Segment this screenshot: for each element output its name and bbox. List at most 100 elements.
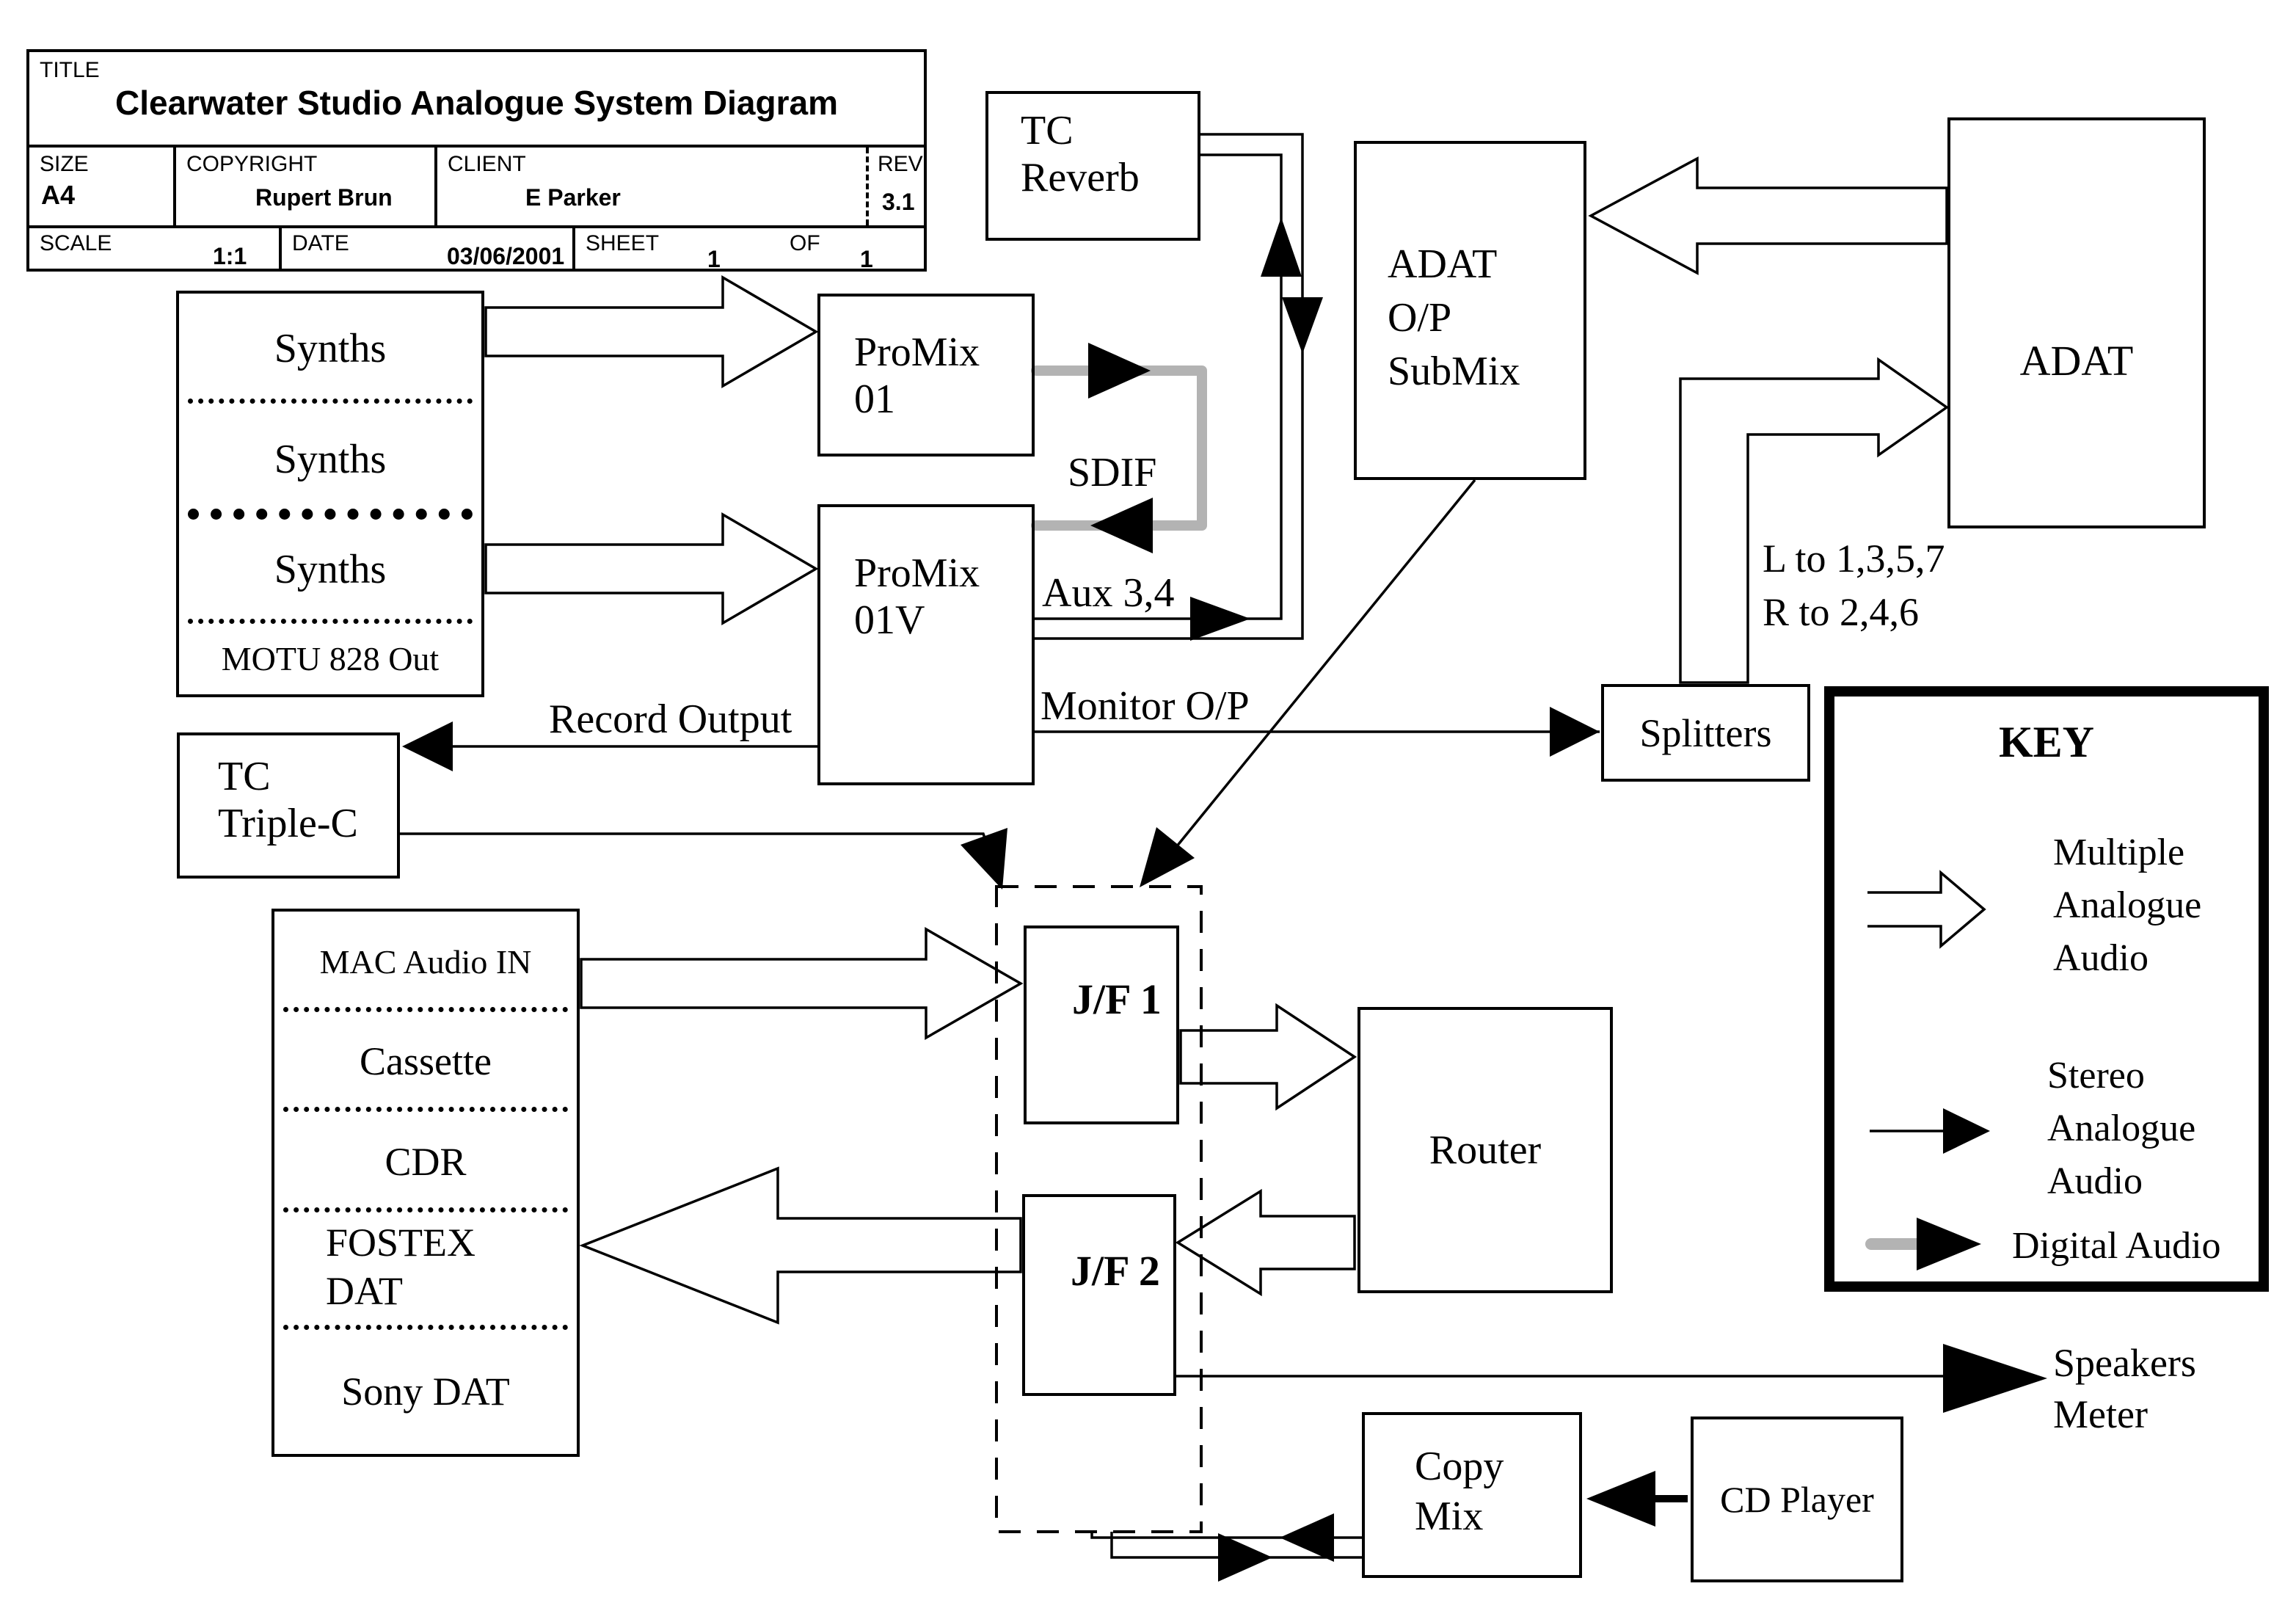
promix01-box: ProMix 01 <box>817 294 1035 457</box>
reverb-return-line <box>1035 133 1304 640</box>
monitor-op-label: Monitor O/P <box>1041 683 1250 729</box>
arrow-jf2-to-fostex-dat <box>579 1166 1022 1325</box>
sdif-label: SDIF <box>1068 450 1157 495</box>
sheet-cell: SHEET 1 OF 1 <box>575 228 924 272</box>
speakers-meter-label: Speakers Meter <box>2053 1341 2196 1436</box>
key-box: KEY <box>1824 686 2269 1292</box>
adat-left-routing-label: L to 1,3,5,7 <box>1763 537 1945 581</box>
synths-row-3: Synths <box>274 546 387 592</box>
copymix-return-arrowhead-icon <box>1280 1513 1334 1562</box>
size-label: SIZE <box>40 152 89 176</box>
speakers-arrowhead-icon <box>1943 1344 2047 1413</box>
synths-row-2: Synths <box>274 436 387 482</box>
triplec-to-jackfield-line <box>400 832 1002 884</box>
synths-row-1: Synths <box>274 325 387 371</box>
of-label: OF <box>790 231 820 255</box>
divider-dotted <box>188 619 473 624</box>
divider-dotted <box>283 1107 568 1112</box>
aux-send-arrowhead-icon <box>1190 597 1250 641</box>
arrow-sources-to-jf1 <box>580 926 1024 1041</box>
drawing-title: Clearwater Studio Analogue System Diagra… <box>114 84 838 122</box>
jf2-label: J/F 2 <box>1071 1247 1160 1295</box>
sheet-label: SHEET <box>586 231 660 255</box>
triplec-arrowhead-icon <box>961 828 1007 890</box>
jackfield-dashed-area <box>995 885 1203 1533</box>
jf1-box: J/F 1 <box>1024 925 1179 1124</box>
source-stack-box: MAC Audio IN Cassette CDR FOSTEX DAT Son… <box>271 909 580 1457</box>
divider-dotted <box>283 1007 568 1012</box>
adat-box: ADAT <box>1947 117 2206 528</box>
client-label: CLIENT <box>448 152 526 176</box>
date-label: DATE <box>292 231 349 255</box>
mac-audio-in-row: MAC Audio IN <box>319 942 532 981</box>
cdr-row: CDR <box>385 1139 467 1184</box>
key-stereo-arrowhead-icon <box>1943 1108 1990 1154</box>
tc-triple-c-box: TC Triple-C <box>177 732 400 879</box>
tc-reverb-label: TC Reverb <box>1021 108 1140 200</box>
rev-cell: REV 3.1 <box>866 148 924 225</box>
record-output-label: Record Output <box>549 697 792 742</box>
promix01v-box: ProMix 01V <box>817 504 1035 785</box>
tc-reverb-box: TC Reverb <box>985 91 1200 241</box>
arrow-splitters-to-adat <box>1679 357 1950 684</box>
cassette-row: Cassette <box>360 1039 492 1083</box>
sdif-digital-loop <box>1031 366 1207 531</box>
arrow-synths-to-promix01 <box>484 274 819 389</box>
title-row: TITLE Clearwater Studio Analogue System … <box>29 52 924 145</box>
sdif-arrowhead-right-icon <box>1088 343 1151 399</box>
key-item-multiple-analogue: Multiple Analogue Audio <box>2053 832 2202 979</box>
copy-mix-label: Copy Mix <box>1415 1444 1504 1539</box>
router-box: Router <box>1357 1007 1613 1293</box>
submix-arrowhead-icon <box>1140 827 1195 887</box>
splitters-box: Splitters <box>1601 684 1810 782</box>
rev-label: REV <box>878 152 923 176</box>
key-digital-arrowhead-icon <box>1917 1218 1981 1270</box>
adat-op-submix-label: ADAT O/P SubMix <box>1388 241 1520 394</box>
client-cell: CLIENT E Parker <box>437 148 866 225</box>
key-item-stereo-analogue: Stereo Analogue Audio <box>2047 1055 2196 1202</box>
adat-op-submix-box: ADAT O/P SubMix <box>1354 141 1586 480</box>
divider-dotted <box>283 1207 568 1212</box>
fostex-dat-row: FOSTEX DAT <box>326 1221 476 1313</box>
arrow-synths-to-promix01v <box>484 512 819 626</box>
jf1-label: J/F 1 <box>1072 975 1162 1023</box>
motu-row: MOTU 828 Out <box>221 640 440 677</box>
arrow-adat-to-submix <box>1588 156 1948 275</box>
title-label: TITLE <box>40 58 100 82</box>
client-value: E Parker <box>525 184 621 211</box>
synths-stack-box: Synths Synths Synths MOTU 828 Out <box>176 291 484 697</box>
aux-label: Aux 3,4 <box>1042 570 1175 616</box>
jf2-box: J/F 2 <box>1022 1194 1176 1396</box>
copyright-label: COPYRIGHT <box>186 152 318 176</box>
sony-dat-row: Sony DAT <box>341 1370 510 1414</box>
cdplayer-arrowhead-icon <box>1586 1471 1655 1527</box>
cd-player-label: CD Player <box>1720 1479 1874 1520</box>
aux-send-line <box>1035 153 1283 620</box>
key-item-digital-audio: Digital Audio <box>2012 1225 2221 1267</box>
divider-thick-dotted <box>188 509 473 520</box>
size-value: A4 <box>41 180 76 210</box>
key-title: KEY <box>1998 718 2095 766</box>
splitters-label: Splitters <box>1639 710 1772 755</box>
promix01v-label: ProMix 01V <box>854 550 980 643</box>
size-cell: SIZE A4 <box>29 148 176 225</box>
copymix-to-jackfield-line <box>1090 1532 1362 1539</box>
adat-right-routing-label: R to 2,4,6 <box>1763 590 1920 634</box>
jackfield-to-copymix-line <box>1110 1532 1362 1559</box>
router-label: Router <box>1429 1127 1542 1173</box>
key-multiple-analogue-arrow-icon <box>1867 870 1986 949</box>
submix-to-jackfield-line <box>1149 479 1476 880</box>
copyright-value: Rupert Brun <box>255 184 393 211</box>
scale-cell: SCALE 1:1 <box>29 228 282 269</box>
record-output-arrowhead-icon <box>402 721 453 771</box>
promix01-label: ProMix 01 <box>854 330 980 422</box>
sheet-value: 1 <box>707 246 721 272</box>
title-block: TITLE Clearwater Studio Analogue System … <box>26 49 927 272</box>
aux-up-arrowhead-icon <box>1261 217 1302 277</box>
cd-player-box: CD Player <box>1691 1417 1903 1582</box>
scale-row: SCALE 1:1 DATE 03/06/2001 SHEET 1 OF 1 <box>29 225 924 272</box>
arrow-jf1-to-router <box>1179 1003 1357 1111</box>
of-value: 1 <box>860 246 873 272</box>
